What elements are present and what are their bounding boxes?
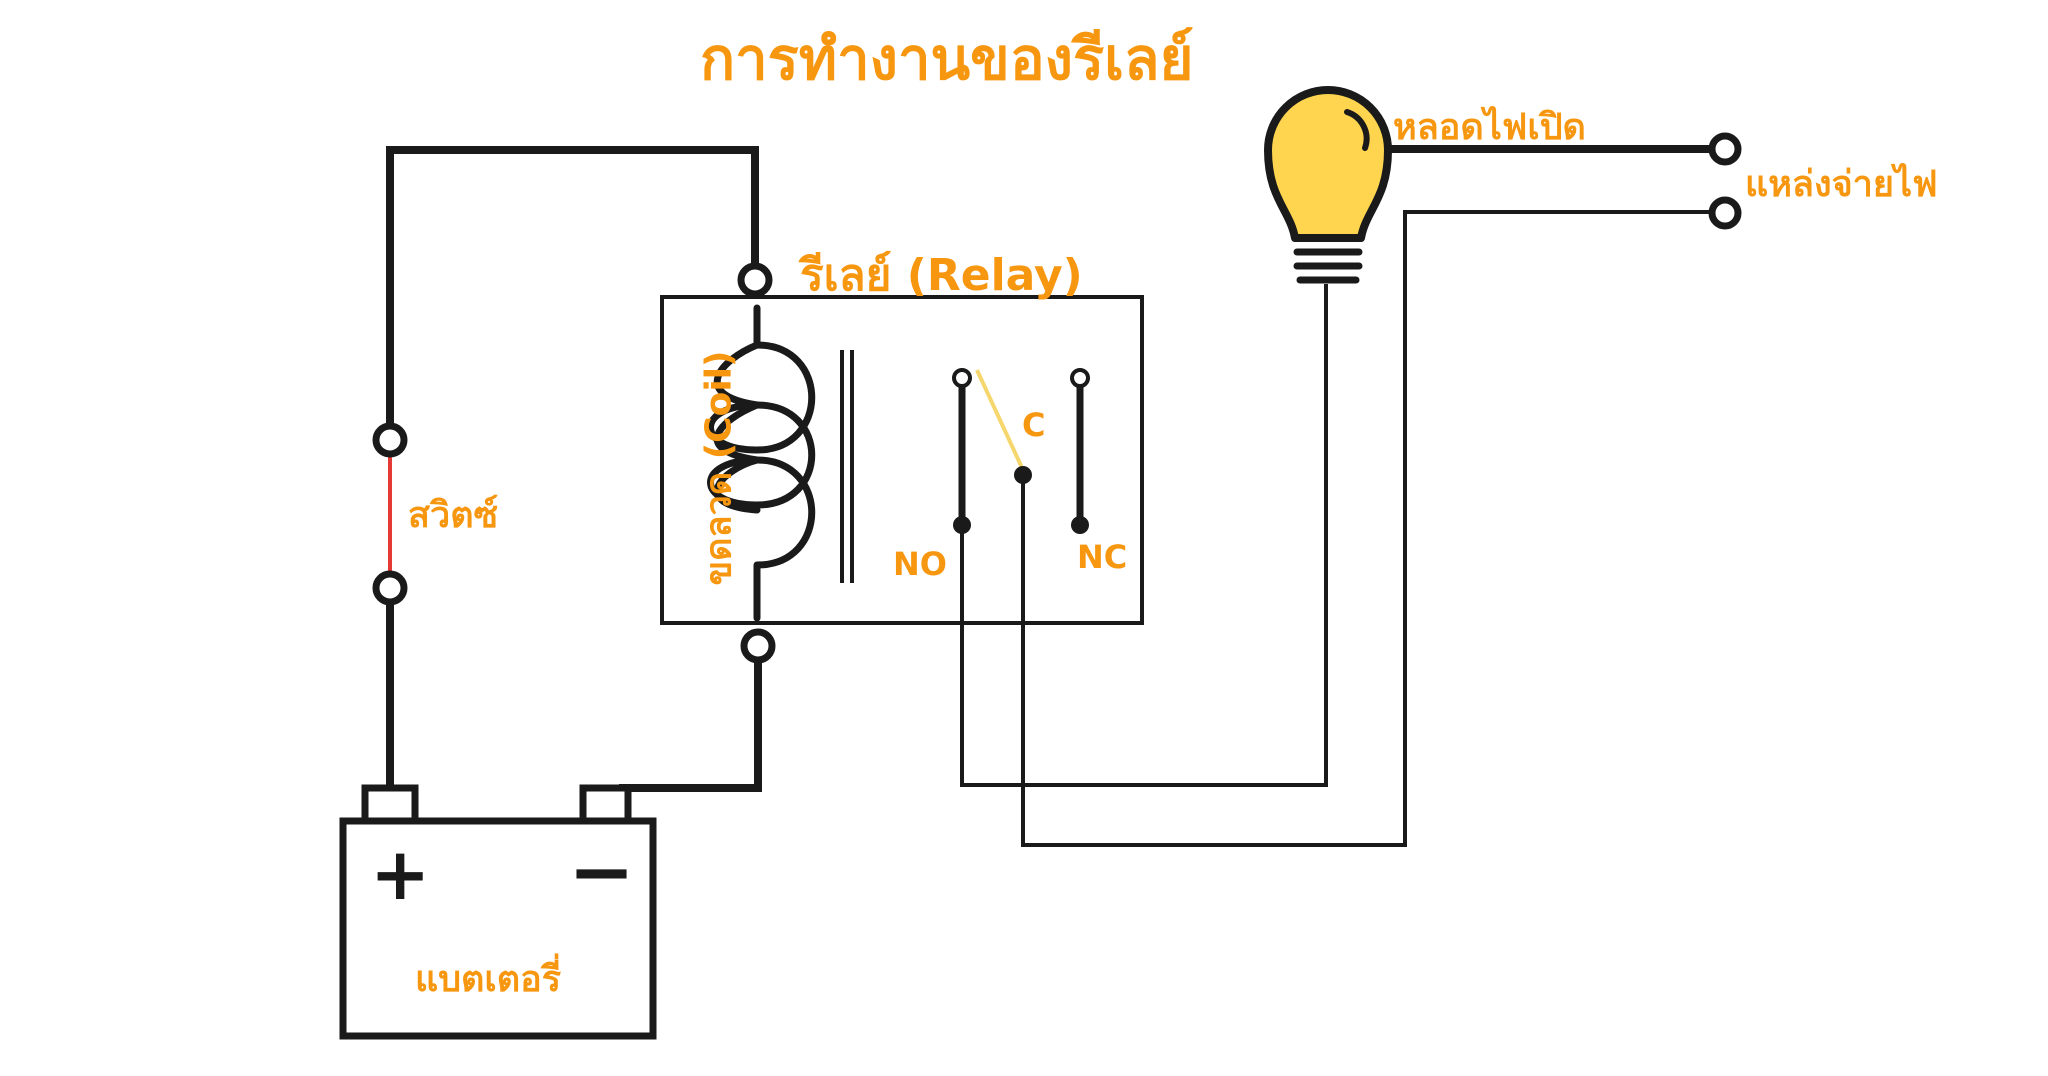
nc-contact-top [1070, 368, 1090, 388]
coil [707, 304, 816, 622]
wire-common-to-supply [1021, 210, 1718, 847]
battery [339, 784, 657, 1040]
coil-label: ขดลวด (Coil) [698, 350, 740, 586]
battery-plus-sign: + [370, 832, 431, 916]
bulb-reflection [1344, 109, 1370, 151]
battery-plus-post [361, 784, 419, 825]
coil-terminal-top [737, 262, 773, 298]
iron-core [840, 350, 854, 583]
wire-coil-bottom-to-battery-minus [619, 656, 762, 792]
no-contact-top [952, 368, 972, 388]
supply-terminal-top [1708, 132, 1742, 166]
common-label: C [1022, 406, 1046, 444]
lamp-label: หลอดไฟเปิด [1393, 107, 1586, 148]
page-title: การทำงานของรีเลย์ [700, 25, 1194, 93]
wire-switch-to-coil-top [386, 146, 759, 444]
battery-body [339, 817, 657, 1040]
bulb-base [1293, 248, 1363, 284]
power-source-label: แหล่งจ่ายไฟ [1745, 164, 1938, 205]
switch-terminal-top [372, 422, 408, 458]
supply-terminal-bottom [1708, 196, 1742, 230]
light-bulb-icon [1264, 86, 1392, 284]
bulb-glass [1264, 86, 1392, 242]
wire-no-to-lamp [960, 284, 1328, 787]
common-contact-arm [975, 369, 1025, 471]
battery-minus-sign: − [568, 825, 636, 918]
switch-terminal-bottom [372, 570, 408, 606]
no-label: NO [893, 545, 947, 583]
switch-label: สวิตซ์ [408, 495, 498, 536]
nc-label: NC [1077, 538, 1128, 576]
battery-label: แบตเตอรี่ [415, 959, 562, 1000]
relay-label: รีเลย์ (Relay) [800, 250, 1083, 301]
battery-minus-post [579, 784, 632, 825]
coil-terminal-bottom [740, 628, 776, 664]
nc-contact-node [1071, 516, 1089, 534]
